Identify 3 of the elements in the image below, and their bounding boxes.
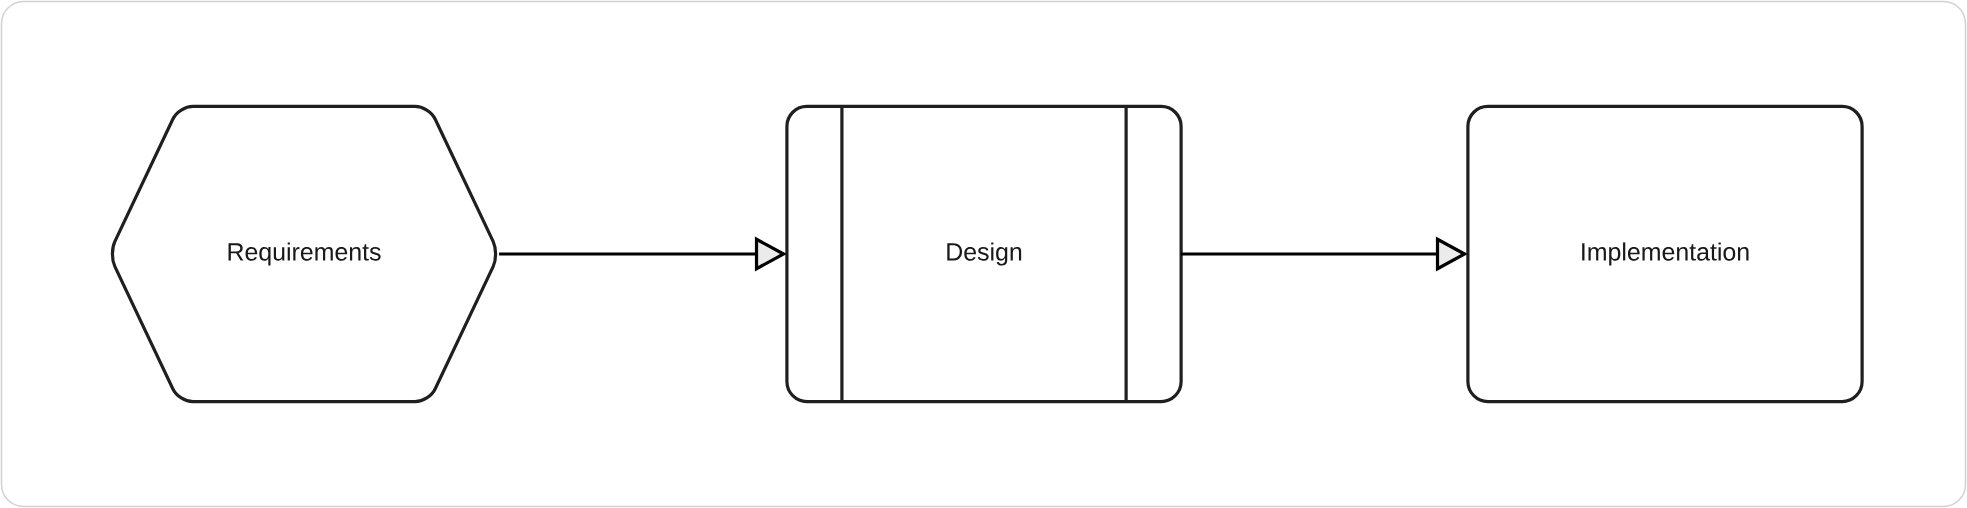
process-box: Design [785, 104, 1183, 404]
hexagon-node: Requirements [110, 104, 498, 404]
rounded-box: Implementation [1466, 104, 1864, 404]
